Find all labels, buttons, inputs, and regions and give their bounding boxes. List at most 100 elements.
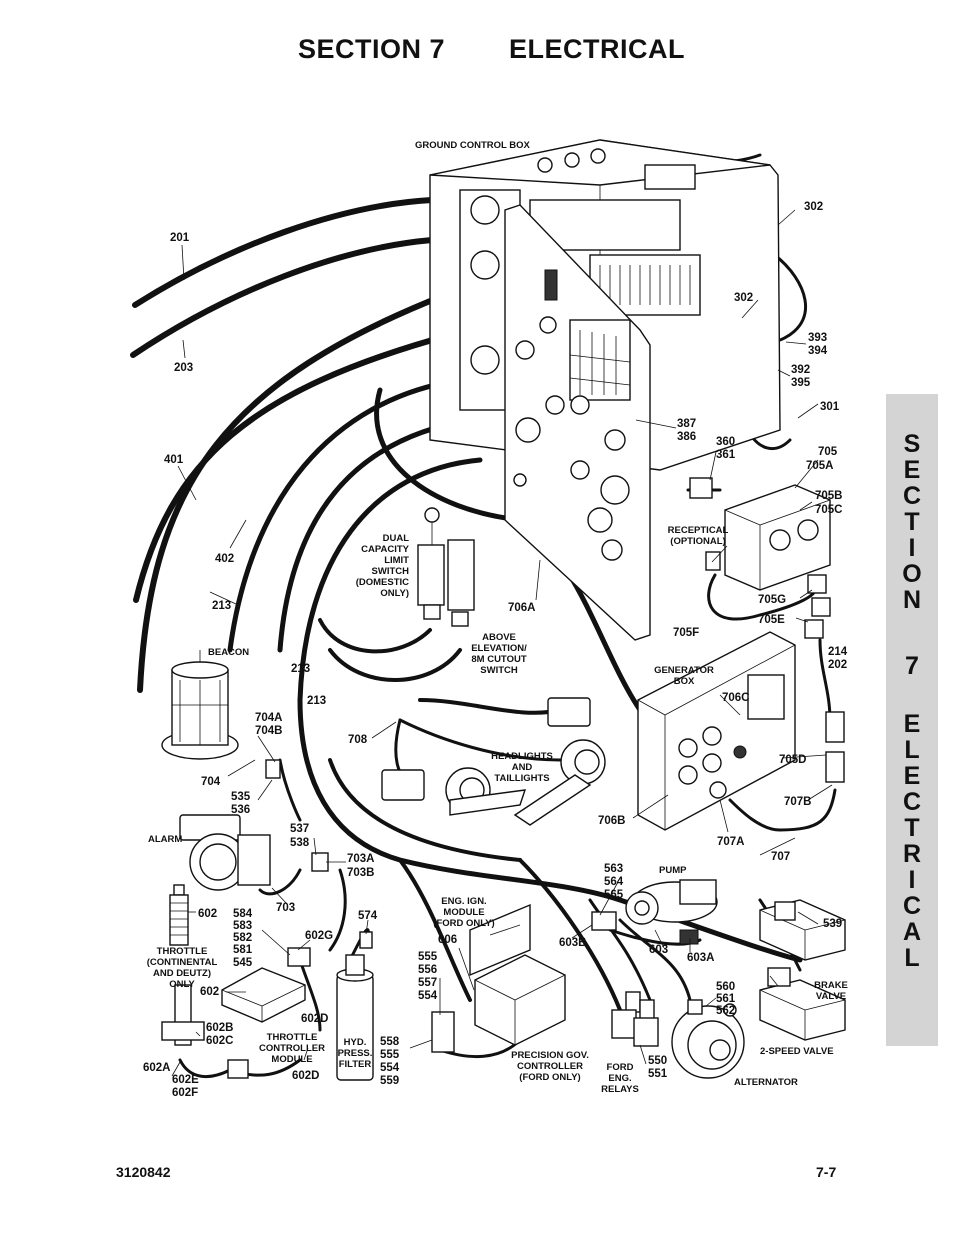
- side-tab-letter: E: [903, 762, 921, 790]
- callout: 705F: [673, 627, 699, 639]
- side-tab-letter: C: [902, 892, 922, 920]
- beacon: [161, 650, 281, 779]
- callout: 574: [358, 910, 378, 922]
- label-throttle-controller: MODULE: [271, 1054, 312, 1065]
- label-dual-capacity: DUAL: [383, 533, 410, 544]
- side-tab-letter: T: [904, 814, 920, 842]
- callout: 535: [231, 791, 251, 803]
- callout: 602A: [143, 1062, 171, 1074]
- callout: 554: [380, 1062, 400, 1074]
- callout: 707A: [717, 836, 745, 848]
- side-tab-letter: O: [902, 560, 922, 588]
- callout: 705B: [815, 490, 843, 502]
- callout: 581: [233, 944, 253, 956]
- throttle-controller-module: [221, 947, 311, 1023]
- label-eng-ign-module: MODULE: [443, 907, 484, 918]
- throttle-actuator: [161, 884, 249, 1079]
- callout: 556: [418, 964, 437, 976]
- label-precision-gov: (FORD ONLY): [519, 1072, 580, 1083]
- callout: 603B: [559, 937, 587, 949]
- callout: 201: [170, 232, 190, 244]
- side-tab-letter: C: [902, 788, 922, 816]
- label-throttle: (CONTINENTAL: [147, 957, 218, 968]
- callout: 705G: [758, 594, 786, 606]
- label-headlights: TAILLIGHTS: [494, 773, 549, 784]
- callout: 214: [828, 646, 848, 658]
- document-number: 3120842: [116, 1164, 171, 1180]
- callout: 708: [348, 734, 368, 746]
- callout: 603: [649, 944, 668, 956]
- callout: 393: [808, 332, 827, 344]
- callout: 213: [307, 695, 326, 707]
- side-tab-letter: S: [903, 430, 921, 458]
- label-hyd-filter: FILTER: [339, 1059, 372, 1070]
- callout: 602D: [292, 1070, 320, 1082]
- side-tab-letter: A: [902, 918, 922, 946]
- side-tab-letter: T: [904, 508, 920, 536]
- hyd-press-filter: [336, 931, 374, 1081]
- side-tab-letter: L: [904, 944, 920, 972]
- label-throttle-controller: THROTTLE: [267, 1032, 318, 1043]
- label-dual-capacity: SWITCH: [372, 566, 410, 577]
- callout: 706B: [598, 815, 626, 827]
- callout: 554: [418, 990, 438, 1002]
- callout: 561: [716, 993, 736, 1005]
- label-headlights: HEADLIGHTS: [491, 751, 553, 762]
- side-tab-letter: C: [902, 482, 922, 510]
- receptical-box: [705, 484, 831, 639]
- two-speed-valve: [759, 967, 846, 1041]
- callout: 706C: [722, 692, 750, 704]
- callout: 602: [200, 986, 219, 998]
- callout: 301: [820, 401, 840, 413]
- callout: 704A: [255, 712, 283, 724]
- ford-engine-relays: [611, 991, 659, 1047]
- callout: 603A: [687, 952, 715, 964]
- label-generator-box: BOX: [674, 676, 695, 687]
- callout: 361: [716, 449, 736, 461]
- label-brake-valve: BRAKE: [814, 980, 848, 991]
- callout: 559: [380, 1075, 399, 1087]
- callout: 213: [291, 663, 310, 675]
- brake-valve: [759, 899, 846, 961]
- label-ford-relays: ENG.: [608, 1073, 631, 1084]
- page-number: 7-7: [816, 1164, 837, 1180]
- callout: 395: [791, 377, 811, 389]
- side-tab-letter: I: [908, 534, 916, 562]
- callout: 360: [716, 436, 735, 448]
- callout: 302: [804, 201, 823, 213]
- label-eng-ign-module: (FORD ONLY): [433, 918, 494, 929]
- callout: 202: [828, 659, 847, 671]
- callout: 560: [716, 981, 735, 993]
- callout: 539: [823, 918, 842, 930]
- callout: 704: [201, 776, 221, 788]
- callout: 538: [290, 837, 310, 849]
- callout: 387: [677, 418, 696, 430]
- side-tab-letter: I: [908, 866, 916, 894]
- label-throttle: THROTTLE: [157, 946, 208, 957]
- callout: 707: [771, 851, 790, 863]
- callout: 602E: [172, 1074, 199, 1086]
- label-pump: PUMP: [659, 865, 687, 876]
- callout: 606: [438, 934, 457, 946]
- label-eng-ign-module: ENG. IGN.: [441, 896, 486, 907]
- callout: 563: [604, 863, 623, 875]
- callout-numbers: 201 203 401 402 213 213 213 302 302 393 …: [143, 201, 848, 1099]
- callout: 706A: [508, 602, 536, 614]
- label-hyd-filter: HYD.: [344, 1037, 367, 1048]
- callout: 583: [233, 920, 252, 932]
- callout: 536: [231, 804, 250, 816]
- label-throttle: ONLY: [169, 979, 195, 990]
- generator-box: [637, 631, 845, 831]
- side-tab-letter: L: [904, 736, 920, 764]
- side-tab-letter: 7: [905, 652, 919, 680]
- callout: 602G: [305, 930, 333, 942]
- callout: 550: [648, 1055, 667, 1067]
- pump: [625, 879, 718, 945]
- callout: 557: [418, 977, 437, 989]
- callout: 555: [380, 1049, 400, 1061]
- side-tab-letter: R: [902, 840, 922, 868]
- callout: 562: [716, 1005, 735, 1017]
- leader-lines: [171, 209, 833, 1077]
